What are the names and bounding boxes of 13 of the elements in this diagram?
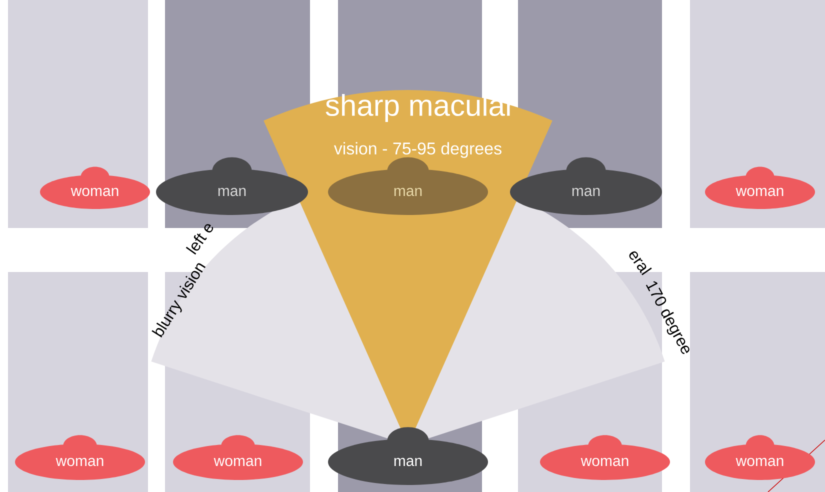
person-figure: man (156, 157, 308, 215)
person-figure: woman (40, 166, 150, 209)
vision-label: left e (186, 224, 214, 255)
vision-label: vision - 75-95 degrees (334, 142, 502, 158)
person-figure: man (328, 157, 488, 215)
person-figure: woman (173, 435, 303, 480)
vision-label: eral (629, 251, 652, 276)
person-figure: man (510, 157, 662, 215)
person-figure: woman (705, 435, 815, 480)
person-figure: woman (540, 435, 670, 480)
person-figure: man (328, 427, 488, 485)
person-figure: woman (15, 435, 145, 480)
person-figure: woman (705, 166, 815, 209)
